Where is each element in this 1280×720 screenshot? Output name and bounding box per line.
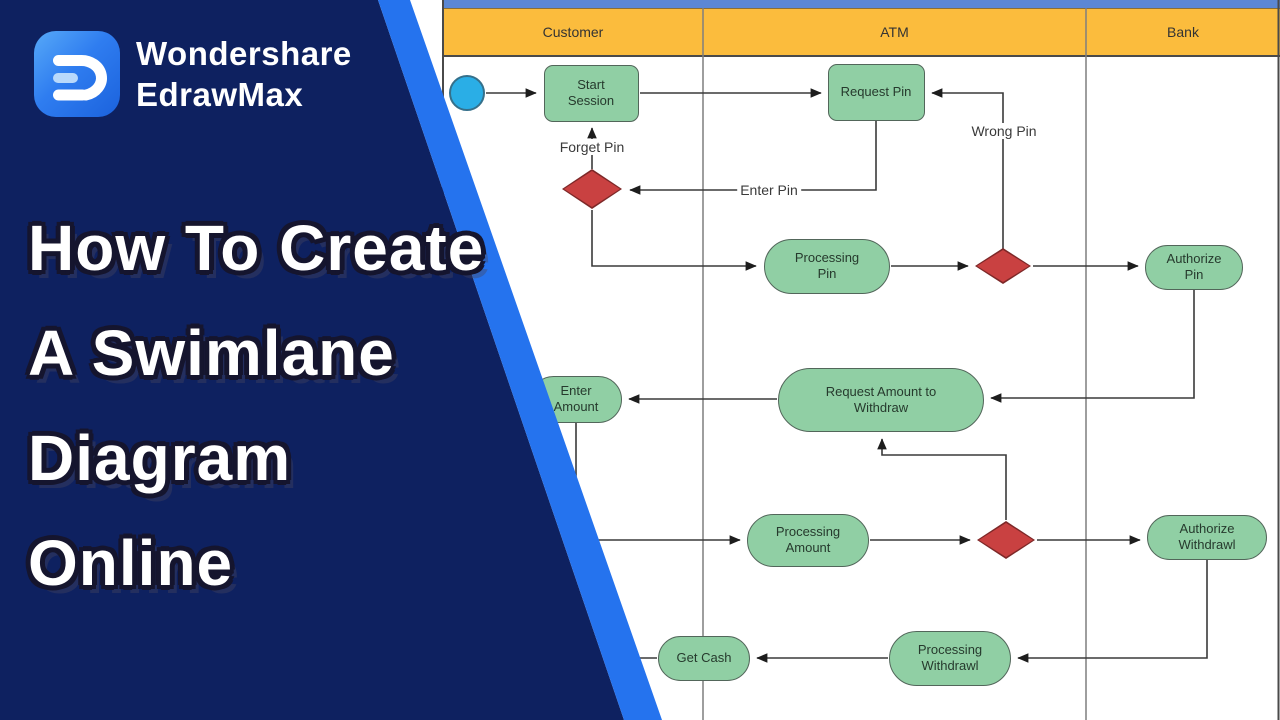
edrawmax-logo-icon (34, 31, 120, 117)
edrawmax-glyph-icon (53, 54, 107, 101)
node-label: Processing Pin (794, 249, 860, 281)
brand-product: EdrawMax (136, 76, 304, 113)
node-label: Request Amount to Withdraw (825, 383, 937, 415)
brand-lockup: Wondershare EdrawMax (34, 31, 352, 117)
diagram-top-bar (443, 0, 1280, 8)
lane-header-bank: Bank (1086, 9, 1280, 55)
node-label: Get Cash (676, 649, 732, 665)
node-authorize-pin: Authorize Pin (1145, 244, 1243, 290)
node-start-session: Start Session (543, 64, 639, 122)
lane-header-atm: ATM (703, 9, 1086, 55)
node-request-pin: Request Pin (827, 63, 925, 121)
node-decision-pin-valid (975, 248, 1031, 284)
decision-diamond (564, 171, 620, 207)
node-start (449, 75, 485, 111)
edge-label-forget-pin: Forget Pin (556, 139, 628, 155)
node-label: Authorize Withdrawl (1178, 520, 1236, 552)
title-line-1: How To Create (28, 212, 485, 284)
edge-label-wrong-pin: Wrong Pin (968, 123, 1040, 139)
title-line-4: Online (28, 527, 234, 599)
node-processing-amount: Processing Amount (747, 513, 869, 567)
node-label: Enter Amount (553, 382, 599, 414)
node-request-amount: Request Amount to Withdraw (778, 368, 984, 432)
edge-label-enter-pin: Enter Pin (737, 182, 801, 198)
node-processing-pin: Processing Pin (764, 238, 890, 294)
node-label: Processing Amount (775, 523, 841, 555)
decision-diamond (979, 523, 1033, 557)
brand-text: Wondershare EdrawMax (136, 33, 352, 115)
title-line-3: Diagram (28, 422, 292, 494)
brand-vendor: Wondershare (136, 35, 352, 72)
title-line-2: A Swimlane (28, 317, 395, 389)
node-decision-funds (977, 521, 1035, 559)
node-decision-pin-entry (562, 169, 622, 209)
node-label: Request Pin (840, 83, 912, 99)
video-title: How To Create A Swimlane Diagram Online (28, 196, 484, 616)
node-label: Processing Withdrawl (917, 641, 983, 673)
node-label: Start Session (567, 76, 615, 108)
node-get-cash: Get Cash (658, 635, 750, 681)
lane-header-row: Customer ATM Bank (443, 8, 1280, 57)
node-processing-withdrawl: Processing Withdrawl (889, 630, 1011, 686)
node-authorize-withdrawl: Authorize Withdrawl (1147, 514, 1267, 560)
decision-diamond (977, 250, 1029, 282)
lane-header-customer: Customer (443, 9, 703, 55)
node-label: Authorize Pin (1166, 250, 1222, 282)
